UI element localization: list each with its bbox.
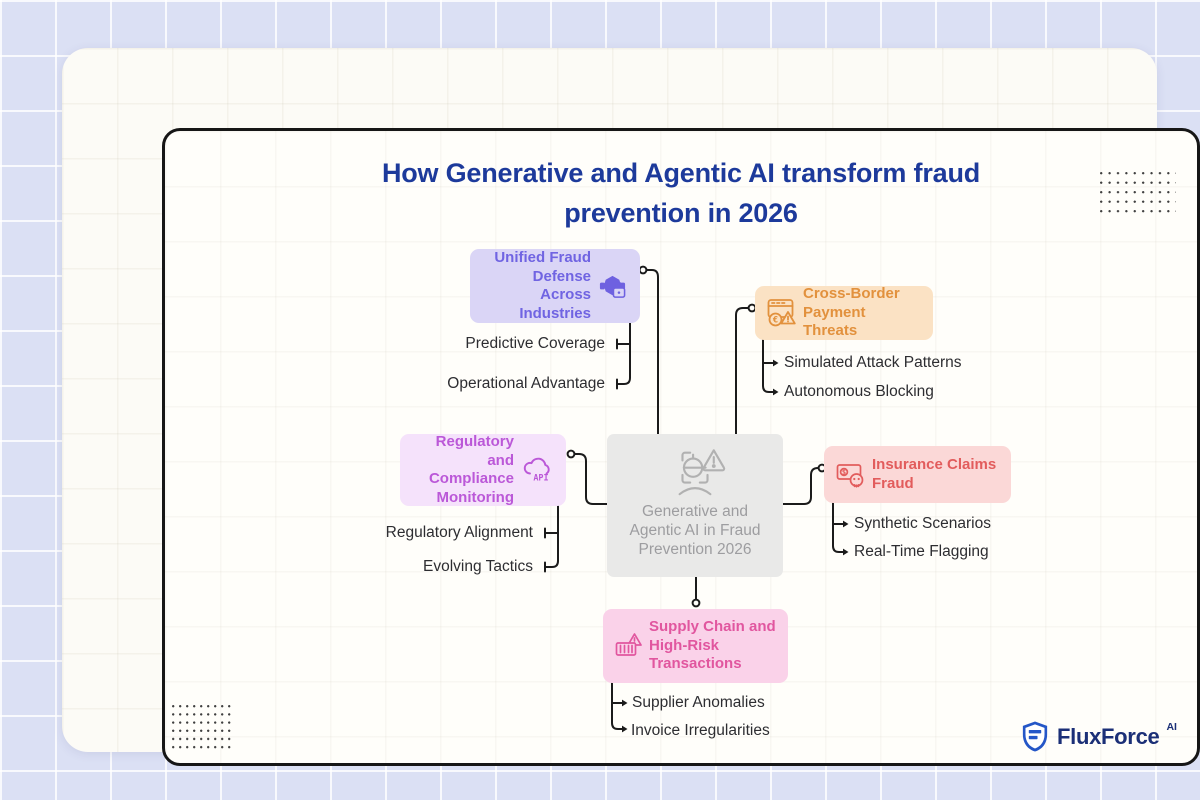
outer-card: How Generative and Agentic AI transform … bbox=[62, 48, 1200, 766]
child-label-autonomous-blocking: Autonomous Blocking bbox=[784, 383, 934, 400]
child-label-supplier-anomalies: Supplier Anomalies bbox=[632, 694, 765, 711]
page-title: How Generative and Agentic AI transform … bbox=[381, 158, 981, 228]
branch-node-regulatory-compliance-monitoring: Regulatory and Compliance Monitoring API bbox=[400, 433, 566, 506]
center-node-label: Generative and Agentic AI in Fraud Preve… bbox=[629, 503, 761, 558]
container-warning-icon bbox=[615, 632, 643, 660]
network-lock-icon bbox=[597, 272, 628, 301]
child-label-operational-advantage: Operational Advantage bbox=[447, 375, 605, 392]
child-label-simulated-attack-patterns: Simulated Attack Patterns bbox=[784, 354, 962, 371]
dots-pattern-bottom-left bbox=[172, 705, 232, 751]
child-label-real-time-flagging: Real-Time Flagging bbox=[854, 543, 989, 560]
diagram-canvas: How Generative and Agentic AI transform … bbox=[162, 128, 1200, 766]
ai-scan-warning-icon bbox=[663, 446, 727, 498]
svg-text:API: API bbox=[533, 474, 548, 484]
brand-suffix: AI bbox=[1166, 721, 1177, 733]
dots-pattern-top-right bbox=[1100, 172, 1176, 216]
child-label-evolving-tactics: Evolving Tactics bbox=[423, 558, 533, 575]
branch-node-supply-chain-high-risk: Supply Chain and High-Risk Transactions bbox=[603, 609, 788, 683]
brand-logo: FluxForce AI bbox=[1020, 720, 1177, 753]
cloud-api-icon: API bbox=[520, 456, 554, 484]
svg-text:€: € bbox=[773, 316, 778, 326]
branch-label: Unified Fraud Defense Across Industries bbox=[494, 249, 591, 322]
child-label-invoice-irregularities: Invoice Irregularities bbox=[631, 722, 770, 739]
branch-label: Regulatory and Compliance Monitoring bbox=[428, 433, 514, 506]
center-node: Generative and Agentic AI in Fraud Preve… bbox=[607, 434, 783, 577]
branch-node-cross-border-payment-threats: € Cross-Border Payment Threats bbox=[755, 285, 933, 340]
child-label-synthetic-scenarios: Synthetic Scenarios bbox=[854, 515, 991, 532]
branch-node-unified-fraud-defense: Unified Fraud Defense Across Industries bbox=[470, 249, 640, 323]
branch-label: Supply Chain and High-Risk Transactions bbox=[649, 618, 776, 673]
branch-label: Insurance Claims Fraud bbox=[872, 456, 997, 492]
branch-label: Cross-Border Payment Threats bbox=[803, 285, 900, 340]
payment-browser-warning-icon: € bbox=[767, 298, 797, 328]
banknote-skull-icon: $ bbox=[836, 461, 866, 488]
svg-text:$: $ bbox=[842, 469, 846, 477]
brand-name: FluxForce bbox=[1057, 723, 1160, 749]
child-label-regulatory-alignment: Regulatory Alignment bbox=[385, 524, 533, 541]
branch-node-insurance-claims-fraud: $ Insurance Claims Fraud bbox=[824, 446, 1011, 503]
child-label-predictive-coverage: Predictive Coverage bbox=[465, 335, 605, 352]
shield-logo-icon bbox=[1020, 720, 1050, 753]
